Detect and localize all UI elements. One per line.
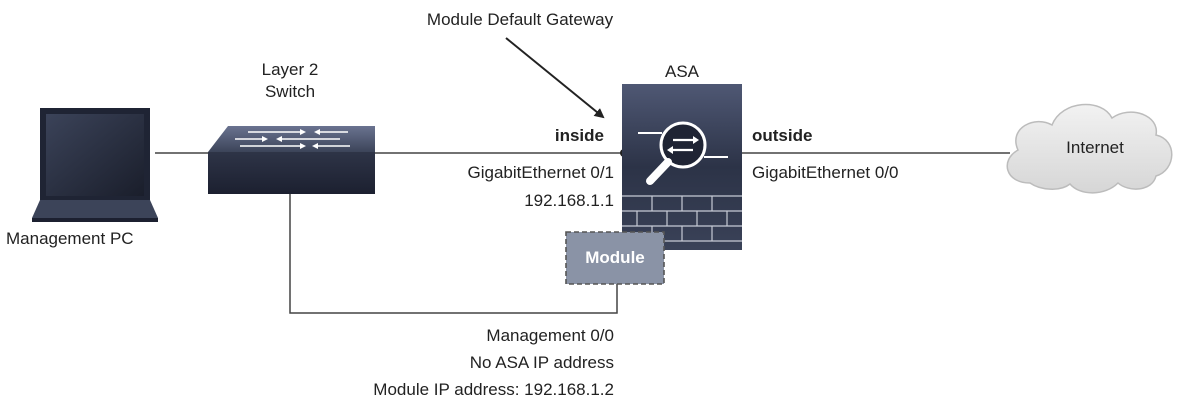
switch-label-line1: Layer 2 [261,60,319,79]
inside-interface-ip: 192.168.1.1 [524,191,614,210]
module-icon [565,231,665,285]
management-pc-label: Management PC [6,229,134,248]
internet-cloud-icon [1006,103,1173,194]
management-port-label: Management 0/0 [486,326,614,345]
asa-label: ASA [664,62,700,81]
switch-module-mgmt-link [289,194,618,314]
outside-interface-port: GigabitEthernet 0/0 [752,163,899,182]
management-pc-icon [32,108,158,222]
asa-firewall-icon [622,84,742,250]
inside-interface-name: inside [554,126,604,145]
switch-label-line2: Switch [264,82,316,101]
module-label: Module [585,248,645,267]
no-asa-ip-label: No ASA IP address [469,353,614,372]
layer2-switch-icon [208,126,375,194]
inside-interface-port: GigabitEthernet 0/1 [467,163,614,182]
module-ip-label: Module IP address: 192.168.1.2 [373,380,614,399]
gateway-arrow [505,37,605,119]
internet-label: Internet [1066,138,1124,157]
module-default-gateway-label: Module Default Gateway [426,10,614,29]
outside-interface-name: outside [752,126,813,145]
